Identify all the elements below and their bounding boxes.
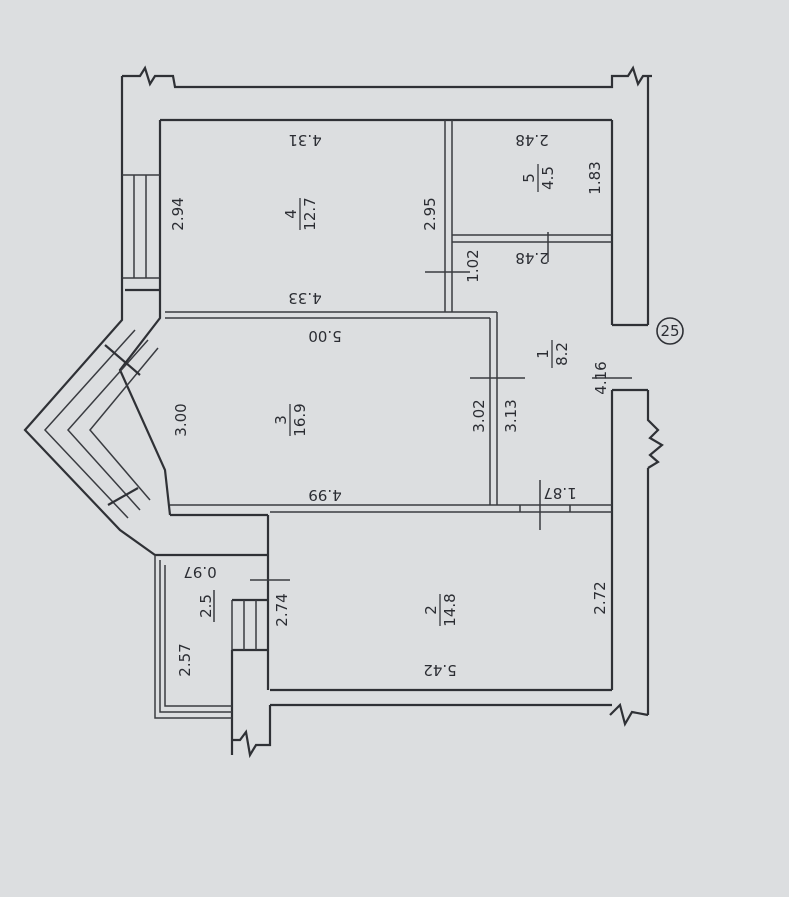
dim-balcony-a: 0.97	[183, 563, 216, 581]
dim-room4-bottom: 4.33	[288, 289, 321, 307]
dim-room3-top: 5.00	[308, 327, 341, 345]
window-upper-left	[122, 174, 160, 279]
room-4-label: 4 12.7	[282, 197, 319, 230]
room-2-label: 2 14.8	[422, 593, 459, 626]
dim-room5-top: 2.48	[515, 131, 548, 149]
right-wall-break	[646, 390, 664, 469]
dim-balcony-b: 2.5	[197, 594, 215, 618]
apartment-number-marker: 25	[656, 317, 684, 345]
room-5-label: 5 4.5	[520, 164, 557, 192]
dim-room3-right-b: 3.13	[502, 399, 520, 432]
dim-room1-top: 2.48	[515, 249, 548, 267]
room-3-label: 3 16.9	[272, 403, 309, 436]
room-1-label: 1 8.2	[534, 340, 571, 368]
dim-room5-right: 1.83	[586, 161, 604, 194]
room-4-area: 12.7	[301, 197, 319, 230]
dim-room4-top: 4.31	[288, 131, 321, 149]
dim-room2-bottom: 5.42	[423, 661, 456, 679]
outer-walls	[120, 65, 664, 759]
dim-room1-right: 4.16	[592, 361, 610, 394]
room-3-area: 16.9	[291, 403, 309, 436]
dim-balcony-c: 2.57	[176, 643, 194, 676]
top-wall-break	[122, 65, 652, 89]
bottom-left-break	[232, 705, 272, 759]
room-3-number: 3	[272, 415, 290, 425]
dim-room3-bottom: 4.99	[308, 486, 341, 504]
bay-window	[23, 278, 172, 556]
dim-room1-bottom: 1.87	[543, 484, 576, 502]
room-2-area: 14.8	[441, 593, 459, 626]
dim-room2-left: 2.74	[273, 593, 291, 626]
room-5-area: 4.5	[539, 166, 557, 190]
dim-room4-left: 2.94	[169, 197, 187, 230]
dim-room1-door: 1.02	[464, 249, 482, 282]
room-2-number: 2	[422, 605, 440, 615]
dim-room4-right: 2.95	[421, 197, 439, 230]
apartment-number: 25	[660, 322, 679, 340]
balcony	[154, 555, 257, 719]
dim-room3-left: 3.00	[172, 403, 190, 436]
room-5-number: 5	[520, 173, 538, 183]
room-1-area: 8.2	[553, 342, 571, 366]
dim-room2-right: 2.72	[591, 581, 609, 614]
room-1-number: 1	[534, 349, 552, 359]
dim-room3-right-a: 3.02	[470, 399, 488, 432]
room-4-number: 4	[282, 209, 300, 219]
interior-walls	[165, 120, 632, 581]
bottom-right-break	[609, 702, 649, 727]
